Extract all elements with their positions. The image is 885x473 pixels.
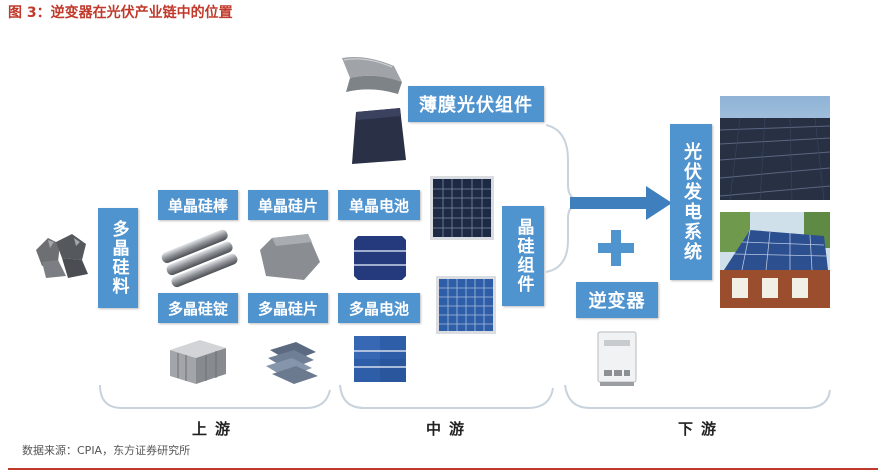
silicon-chunks-image <box>36 234 88 278</box>
mono-wafer-image <box>260 234 320 280</box>
box-thin-film-module: 薄膜光伏组件 <box>408 86 544 122</box>
box-inverter: 逆变器 <box>576 282 658 318</box>
segment-midstream: 中游 <box>426 420 473 438</box>
poly-cell-image <box>354 336 406 382</box>
figure-title: 图 3：逆变器在光伏产业链中的位置 <box>8 5 233 21</box>
flow-arrow-icon <box>570 186 672 220</box>
box-poly-cell: 多晶电池 <box>338 293 420 323</box>
mono-silicon-rods-image <box>161 229 238 288</box>
poly-module-image <box>436 276 496 334</box>
thin-film-panel-image <box>352 108 406 164</box>
box-polysilicon-material: 多晶硅料 <box>98 208 138 308</box>
mono-module-image <box>430 176 494 240</box>
inverter-device-image <box>597 331 637 386</box>
flexible-thin-film-image <box>342 57 402 94</box>
mono-cell-image <box>354 236 406 280</box>
box-mono-cell: 单晶电池 <box>338 190 420 220</box>
poly-ingot-image <box>170 340 226 384</box>
solar-farm-photo-image <box>719 96 831 201</box>
rooftop-solar-photo-image <box>720 212 830 308</box>
box-crystalline-module: 晶硅组件 <box>502 206 544 306</box>
poly-wafer-image <box>266 342 318 384</box>
source-note: 数据来源：CPIA，东方证券研究所 <box>22 444 191 457</box>
box-poly-ingot: 多晶硅锭 <box>158 293 238 323</box>
plus-icon <box>598 230 634 266</box>
box-pv-system: 光伏发电系统 <box>670 124 712 280</box>
segment-downstream: 下游 <box>678 420 725 438</box>
box-poly-wafer: 多晶硅片 <box>248 293 328 323</box>
box-mono-wafer: 单晶硅片 <box>248 190 328 220</box>
segment-upstream: 上游 <box>192 420 239 438</box>
box-mono-rod: 单晶硅棒 <box>158 190 238 220</box>
bottom-divider <box>8 468 878 470</box>
